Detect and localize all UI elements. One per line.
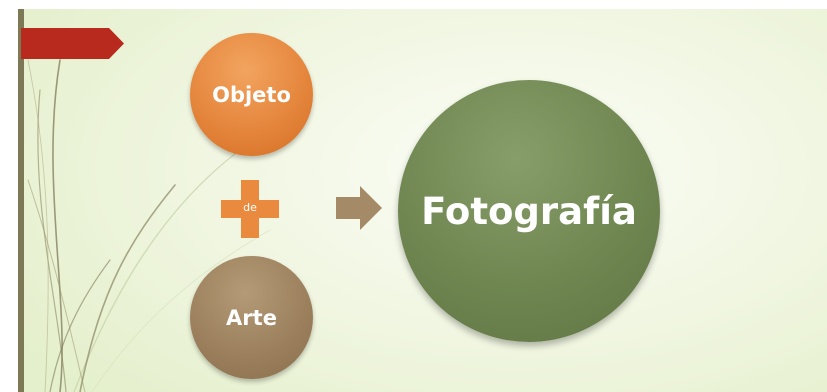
- node-fotografia: Fotografía: [398, 80, 660, 342]
- right-arrow-icon: [336, 186, 382, 230]
- left-accent-strip: [18, 9, 24, 392]
- node-objeto-label: Objeto: [212, 82, 291, 107]
- node-arte-label: Arte: [226, 305, 277, 330]
- plus-label: de: [243, 201, 257, 214]
- node-fotografia-label: Fotografía: [421, 189, 637, 233]
- plus-icon: [221, 180, 279, 238]
- node-objeto: Objeto: [190, 33, 313, 156]
- red-banner-arrow: [21, 28, 124, 59]
- node-arte: Arte: [190, 256, 313, 379]
